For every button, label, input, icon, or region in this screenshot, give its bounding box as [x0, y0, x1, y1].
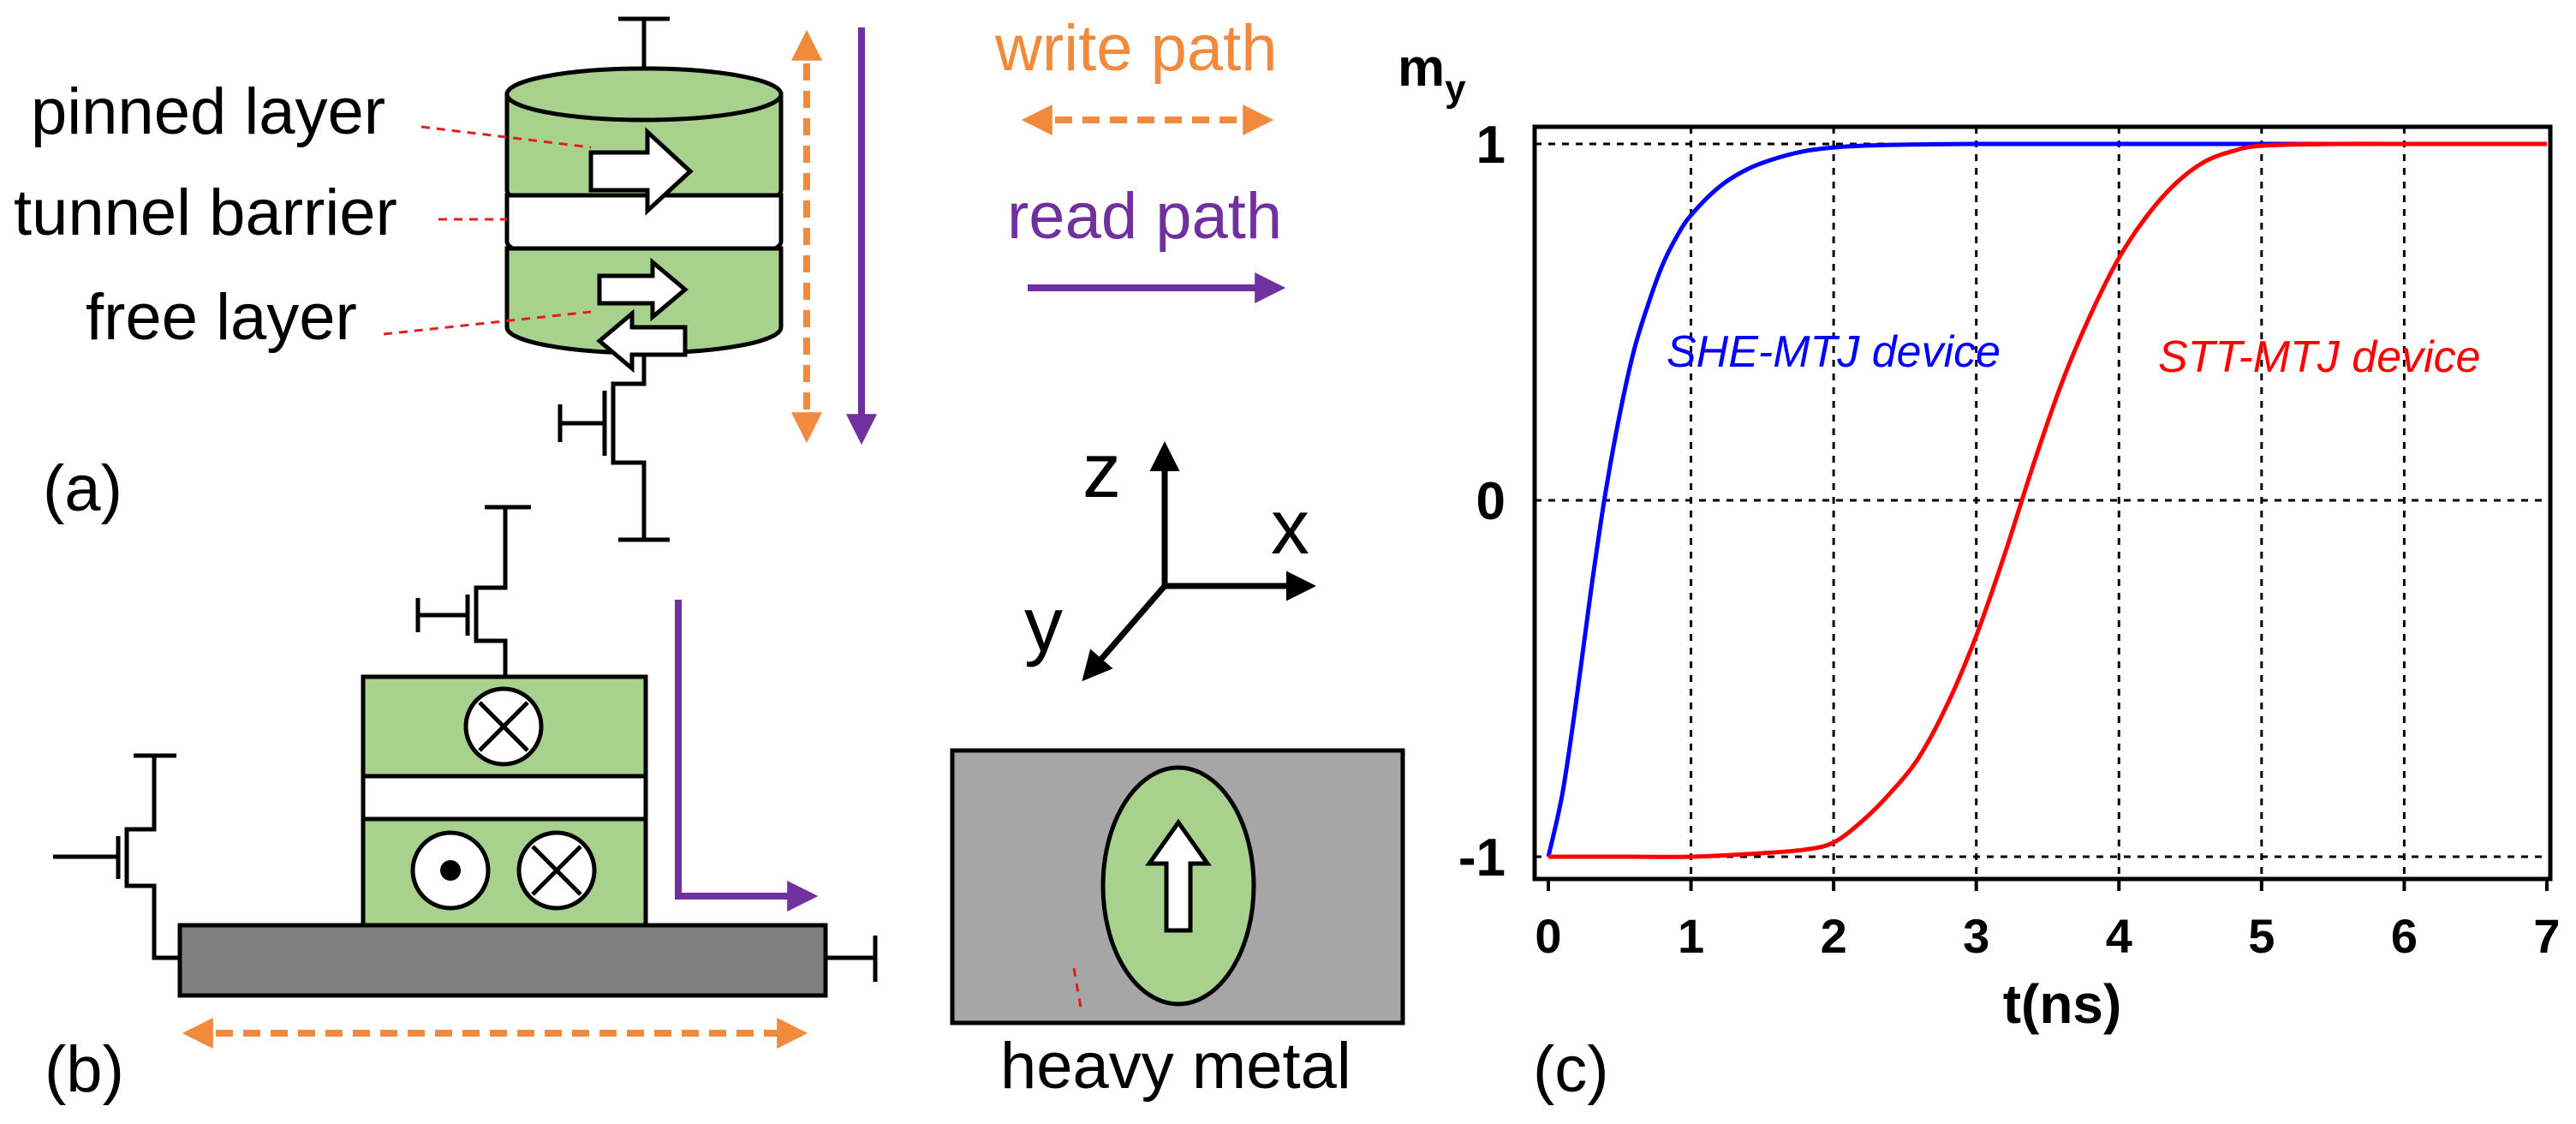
write-path-label: write path	[994, 12, 1278, 85]
panel-a: pinned layer tunnel barrier free layer (…	[14, 16, 877, 542]
x-tick-label: 6	[2391, 909, 2418, 963]
x-tick-label: 7	[2533, 909, 2560, 963]
x-ticks: 0 1 2 3 4 5 6 7	[1535, 879, 2561, 963]
heavy-metal-top-view: heavy metal	[950, 748, 1405, 1103]
into-page-symbol-icon	[463, 686, 544, 767]
x-tick-label: 0	[1535, 909, 1561, 963]
free-layer-label: free layer	[86, 281, 357, 354]
panel-c-label: (c)	[1533, 1033, 1609, 1106]
x-tick-label: 4	[2106, 909, 2132, 963]
read-path-label: read path	[1007, 180, 1282, 253]
access-transistor-b-left	[53, 753, 180, 960]
heavy-metal-strip	[177, 923, 828, 998]
x-tick-label: 2	[1821, 909, 1847, 963]
pinned-layer-b	[361, 816, 648, 928]
panel-a-label: (a)	[43, 452, 122, 525]
free-magnetization-left-arrow-icon	[596, 308, 688, 374]
read-path-b-arrow	[675, 600, 819, 912]
access-transistor-a	[558, 353, 670, 542]
stt-mtj-curve	[1547, 141, 2547, 859]
coordinate-axes: z x y	[1024, 428, 1316, 682]
pinned-magnetization-arrow-icon	[588, 127, 694, 216]
magnetization-up-arrow-icon	[1145, 818, 1212, 933]
panel-c-chart: 0 1 2 3 4 5 6 7 -1 0 1 my t(ns) SHE-MTJ device ST…	[1398, 39, 2561, 1106]
y-tick-label: -1	[1458, 828, 1506, 888]
y-axis-label: y	[1024, 583, 1063, 668]
she-mtj-curve	[1546, 141, 2547, 858]
y-tick-label: 0	[1476, 472, 1506, 531]
z-axis-label: z	[1082, 428, 1121, 514]
tunnel-barrier-b	[361, 774, 648, 822]
panel-b: (b)	[45, 505, 878, 1106]
x-axis-title: t(ns)	[2003, 973, 2122, 1035]
free-magnetization-right-arrow-icon	[597, 257, 689, 322]
pinned-layer-label: pinned layer	[31, 75, 385, 148]
y-tick-label: 1	[1476, 116, 1506, 175]
access-transistor-b-top	[415, 505, 531, 677]
ground-terminal-b	[826, 936, 878, 982]
y-ticks: -1 0 1	[1458, 116, 1506, 888]
x-tick-label: 3	[1963, 909, 1989, 963]
y-axis-title: my	[1398, 39, 1466, 110]
x-tick-label: 1	[1678, 909, 1704, 963]
x-axis-label: x	[1271, 485, 1309, 571]
panel-b-label: (b)	[45, 1033, 124, 1106]
path-legend: write path read path	[994, 12, 1286, 303]
tunnel-barrier-label: tunnel barrier	[14, 176, 397, 249]
she-curve-label: SHE-MTJ device	[1667, 327, 2001, 377]
into-page-symbol-2-icon	[516, 830, 597, 911]
plot-area	[1532, 124, 2553, 882]
stt-curve-label: STT-MTJ device	[2158, 332, 2481, 382]
x-tick-label: 5	[2248, 909, 2275, 963]
heavy-metal-label: heavy metal	[1000, 1030, 1351, 1103]
out-of-page-symbol-icon	[410, 830, 491, 911]
curves	[1546, 141, 2547, 859]
